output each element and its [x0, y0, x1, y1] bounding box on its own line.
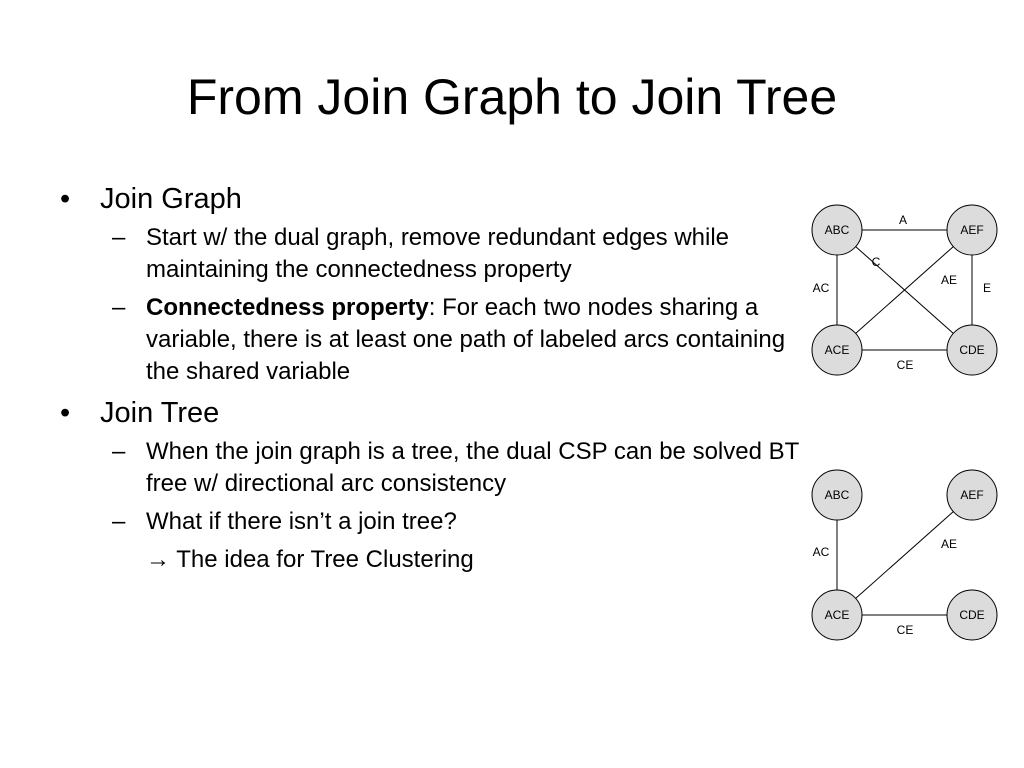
node-abc [811, 469, 863, 521]
dash-marker: – [112, 438, 126, 465]
edge-aef-ace [836, 494, 973, 616]
node-abc [811, 204, 863, 256]
node-label-abc: ABC [825, 488, 850, 502]
node-label-aef: AEF [960, 223, 983, 237]
sub-bullet-text: Start w/ the dual graph, remove redundan… [146, 224, 730, 283]
node-ace [811, 324, 863, 376]
tree-clustering-text: The idea for Tree Clustering [170, 546, 474, 573]
node-label-aef: AEF [960, 488, 983, 502]
edge-aef-ace [836, 229, 973, 351]
join-graph [836, 229, 973, 351]
node-ace [811, 589, 863, 641]
node-label-cde: CDE [959, 608, 984, 622]
bullet-join-tree: • Join Tree [60, 394, 820, 432]
dash-marker: – [112, 224, 126, 251]
arrow-icon: → [146, 546, 170, 573]
sub-bullet-no-join-tree: – What if there isn’t a join tree? [60, 506, 820, 538]
bullet-join-graph: • Join Graph [60, 180, 820, 218]
edge-label-ae: AE [941, 537, 957, 551]
edge-label-a: A [899, 213, 907, 227]
node-cde [946, 589, 998, 641]
node-aef [946, 469, 998, 521]
join-tree [836, 494, 973, 616]
dash-marker: – [112, 508, 126, 535]
sub-bullet-text: : For each two nodes sharing a variable,… [146, 294, 786, 385]
bullet-marker: • [60, 183, 71, 215]
sub-bullet-text: What if there isn’t a join tree? [146, 508, 457, 535]
edge-label-ac: AC [813, 281, 830, 295]
tree-clustering-line: → The idea for Tree Clustering [60, 544, 820, 576]
edge-label-c: C [872, 255, 881, 269]
edge-label-ae: AE [941, 273, 957, 287]
sub-bullet-text: When the join graph is a tree, the dual … [146, 438, 799, 497]
connectedness-term: Connectedness property [146, 294, 429, 321]
bullet-marker: • [60, 397, 71, 429]
edge-label-ce: CE [897, 623, 914, 637]
join-graph-diagrams: ABC AEF ACE CDE A C AC AE E CE ABC AEF A… [811, 204, 998, 641]
dash-marker: – [112, 294, 126, 321]
node-cde [946, 324, 998, 376]
edge-label-ac: AC [813, 545, 830, 559]
sub-bullet-tree-solved: – When the join graph is a tree, the dua… [60, 436, 820, 500]
bullet-heading: Join Graph [100, 183, 242, 215]
edge-label-ce: CE [897, 358, 914, 372]
sub-bullet-connectedness: – Connectedness property: For each two n… [60, 292, 820, 388]
node-label-ace: ACE [825, 343, 850, 357]
node-label-ace: ACE [825, 608, 850, 622]
edge-label-e: E [983, 281, 991, 295]
sub-bullet-dual-graph: – Start w/ the dual graph, remove redund… [60, 222, 820, 286]
bullet-heading: Join Tree [100, 397, 220, 429]
node-label-cde: CDE [959, 343, 984, 357]
slide-title: From Join Graph to Join Tree [186, 69, 838, 125]
node-label-abc: ABC [825, 223, 850, 237]
bullet-list: • Join Graph – Start w/ the dual graph, … [60, 180, 820, 576]
node-aef [946, 204, 998, 256]
